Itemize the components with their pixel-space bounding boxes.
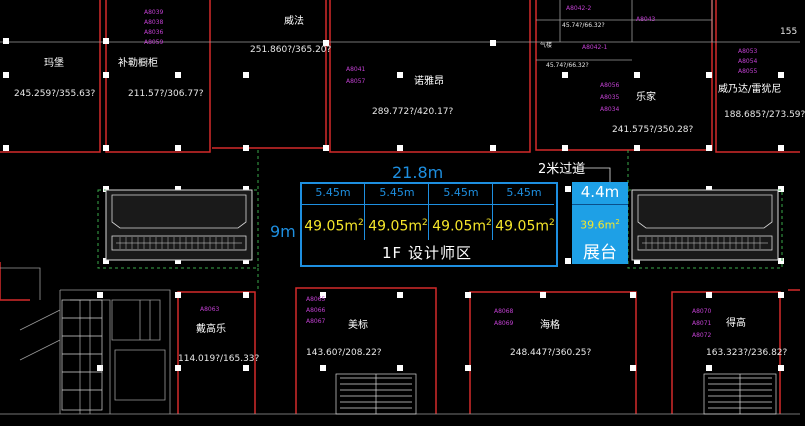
cad-label: 气楼 — [540, 42, 553, 49]
cell-area-1: 49.05m2 — [304, 218, 364, 235]
cell-area-2: 49.05m2 — [368, 218, 428, 235]
booth-width: 4.4m — [580, 183, 620, 201]
escalator-left — [105, 189, 253, 261]
store-code: A8071 — [692, 320, 712, 327]
store-code: A8069 — [494, 320, 514, 327]
store-name-daigaole: 戴高乐 — [196, 324, 226, 335]
store-name-weinai: 威乃达/雷犹尼 — [718, 84, 782, 95]
cell-width-1: 5.45m — [315, 186, 351, 199]
aisle-marker-line — [572, 167, 611, 182]
cad-label: 155 — [780, 27, 798, 37]
store-walls — [0, 0, 800, 414]
designer-zone — [300, 182, 558, 267]
designer-zone-header-row — [300, 182, 554, 205]
store-code: A8053 — [738, 48, 758, 55]
store-code: A8072 — [692, 332, 712, 339]
store-code: A8066 — [306, 307, 326, 314]
store-code: A8035 — [600, 94, 620, 101]
zone-divider — [364, 184, 365, 240]
store-name-meibiao: 美标 — [348, 320, 368, 331]
booth-area: 39.6m2 — [580, 218, 620, 232]
store-area-mabao: 245.259?/355.63? — [14, 89, 96, 99]
zone-depth-dimension: 9m — [270, 222, 296, 241]
store-code: A8055 — [738, 68, 758, 75]
booth-divider — [572, 204, 628, 205]
store-code: A8068 — [494, 308, 514, 315]
store-area-nuoya: 289.772?/420.17? — [372, 107, 454, 117]
display-booth — [572, 182, 628, 264]
store-name-mabao: 玛堡 — [44, 58, 64, 69]
store-area-daigaole: 114.019?/165.33? — [178, 354, 260, 364]
store-code: A8067 — [306, 318, 326, 325]
store-code: A8070 — [692, 308, 712, 315]
cell-width-2: 5.45m — [379, 186, 415, 199]
stairs-bottom — [61, 299, 777, 415]
store-area-weifa: 251.860?/365.20? — [250, 45, 332, 55]
cell-area-4: 49.05m2 — [495, 218, 555, 235]
store-code: A8056 — [600, 82, 620, 89]
store-code: A8034 — [600, 106, 620, 113]
booth-title: 展台 — [583, 243, 617, 263]
designer-zone-title: 1F 设计师区 — [382, 244, 472, 262]
zone-width-dimension: 21.8m — [392, 163, 444, 182]
store-area-bule: 211.57?/306.77? — [128, 89, 204, 99]
store-area-lejia: 241.575?/350.28? — [612, 125, 694, 135]
structure-lines — [0, 0, 800, 415]
store-area-weinai: 188.685?/273.59? — [724, 110, 805, 120]
escalator-right — [631, 189, 779, 261]
zone-divider — [428, 184, 429, 240]
store-code: A8039 — [144, 9, 164, 16]
store-name-lejia: 乐家 — [636, 92, 656, 103]
store-name-nuoya: 诺雅昂 — [414, 76, 444, 87]
columns — [3, 38, 784, 371]
cell-width-3: 5.45m — [443, 186, 479, 199]
store-code: A8057 — [346, 78, 366, 85]
cad-label: A8042-2 — [566, 5, 592, 12]
cad-label: 45.74?/66.32? — [562, 22, 605, 29]
store-name-degao: 得高 — [726, 318, 746, 329]
store-code: A8065 — [306, 296, 326, 303]
store-area-haige: 248.447?/360.25? — [510, 348, 592, 358]
store-code: A8063 — [200, 306, 220, 313]
cell-area-3: 49.05m2 — [432, 218, 492, 235]
store-name-haige: 海格 — [540, 320, 560, 331]
store-code: A8036 — [144, 29, 164, 36]
store-name-bule: 补勒橱柜 — [118, 58, 158, 69]
store-name-weifa: 威法 — [284, 16, 304, 27]
store-area-meibiao: 143.60?/208.22? — [306, 348, 382, 358]
aisle-label: 2米过道 — [538, 162, 586, 177]
cad-label: A8043 — [636, 16, 656, 23]
cad-label: A8042-1 — [582, 44, 608, 51]
cell-width-4: 5.45m — [506, 186, 542, 199]
store-code: A8038 — [144, 19, 164, 26]
cad-label: 45.74?/66.32? — [546, 62, 589, 69]
store-code: A8059 — [144, 39, 164, 46]
zone-divider — [492, 184, 493, 240]
store-code: A8041 — [346, 66, 366, 73]
store-area-degao: 163.323?/236.82? — [706, 348, 788, 358]
store-code: A8054 — [738, 58, 758, 65]
